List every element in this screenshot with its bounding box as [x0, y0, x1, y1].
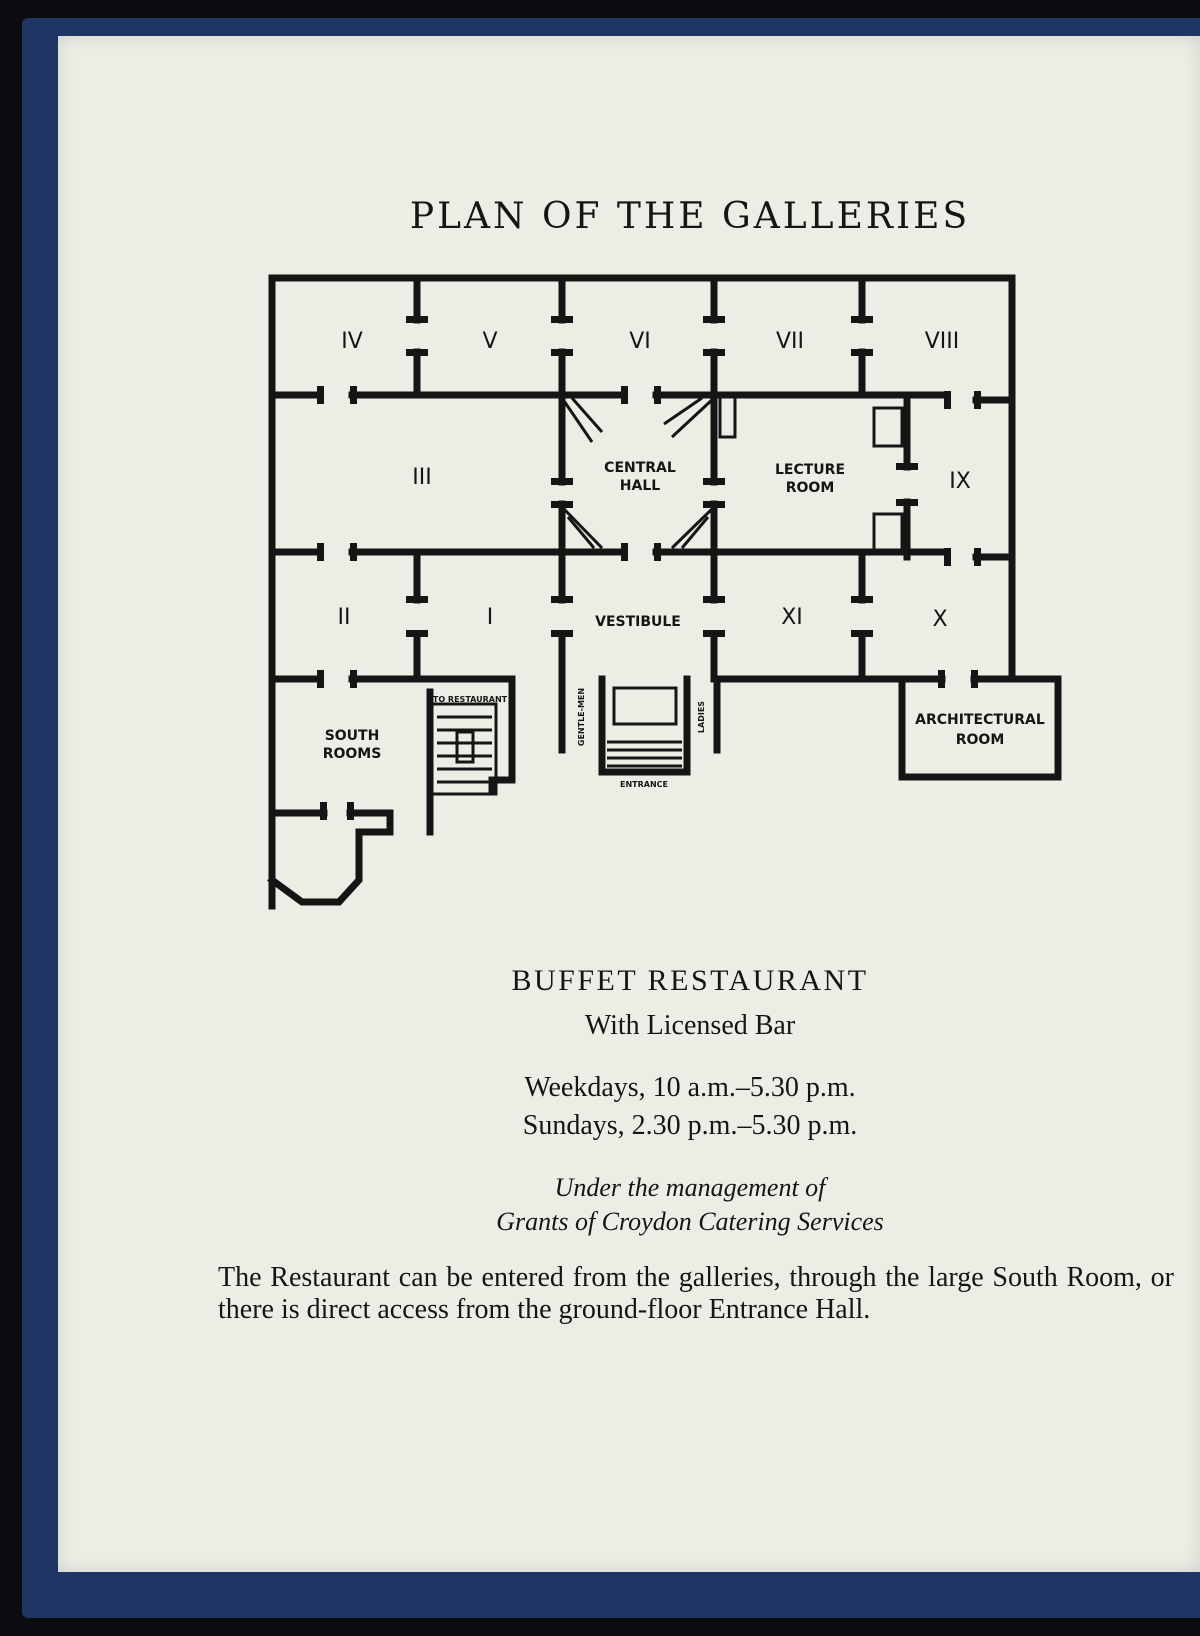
restaurant-heading: BUFFET RESTAURANT [511, 964, 869, 997]
gallery-floor-plan: IV V VI VII VIII III IX II I XI X CENTRA… [267, 274, 1062, 910]
sunday-hours: Sundays, 2.30 p.m.–5.30 p.m. [522, 1110, 858, 1141]
diagonal-braces [560, 395, 904, 554]
architectural-room-walls [898, 675, 1062, 781]
room-viii-label: VIII [925, 329, 960, 354]
room-iii-label: III [412, 465, 431, 490]
gentlemen-label: GENTLE-MEN [577, 688, 586, 746]
south-rooms-label-2: ROOMS [323, 746, 382, 762]
lecture-room-label-2: ROOM [786, 480, 835, 496]
central-hall-label-2: HALL [620, 478, 660, 494]
page-title: PLAN OF THE GALLERIES [409, 196, 971, 237]
room-ix-label: IX [949, 469, 971, 494]
room-labels: IV V VI VII VIII III IX II I XI X CENTRA… [323, 329, 1045, 789]
restaurant-subheading: With Licensed Bar [584, 1010, 796, 1041]
room-xi-label: XI [781, 605, 803, 630]
weekday-hours: Weekdays, 10 a.m.–5.30 p.m. [524, 1072, 856, 1103]
entrance-label: ENTRANCE [620, 780, 668, 789]
architectural-room-label-1: ARCHITECTURAL [915, 712, 1045, 728]
outer-walls [267, 274, 1016, 910]
architectural-room-label-2: ROOM [956, 732, 1005, 748]
access-note: The Restaurant can be entered from the g… [218, 1262, 1174, 1325]
room-v-label: V [482, 329, 497, 354]
south-rooms-label-1: SOUTH [325, 728, 380, 744]
room-vi-label: VI [629, 329, 651, 354]
vestibule-label: VESTIBULE [595, 614, 681, 630]
room-i-label: I [487, 605, 494, 630]
lecture-room-label-1: LECTURE [775, 462, 845, 478]
staircase [430, 686, 682, 796]
room-x-label: X [932, 607, 947, 632]
room-vii-label: VII [776, 329, 804, 354]
door-caps [317, 316, 981, 820]
management-line-2: Grants of Croydon Catering Services [496, 1207, 884, 1236]
to-restaurant-label: TO RESTAURANT [433, 695, 508, 704]
central-hall-label-1: CENTRAL [604, 460, 676, 476]
ladies-label: LADIES [697, 701, 706, 733]
room-ii-label: II [338, 605, 351, 630]
management-line-1: Under the management of [554, 1173, 826, 1202]
room-iv-label: IV [341, 329, 363, 354]
